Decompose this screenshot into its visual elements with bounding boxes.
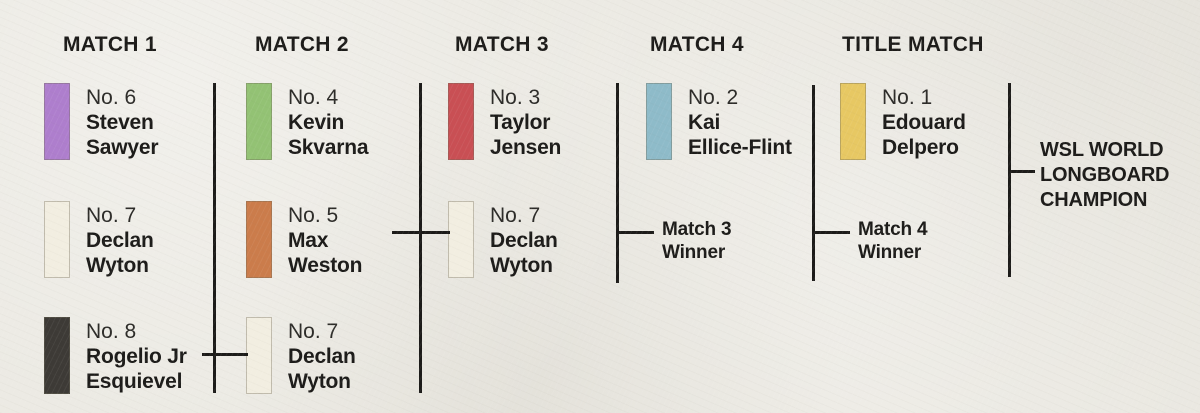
competitor-color-swatch [44, 83, 70, 160]
connector-title-winner-to-champion [1008, 170, 1035, 173]
competitor-slot: No. 1 Edouard Delpero [840, 83, 966, 160]
divider-line-match-1-2 [213, 83, 216, 393]
competitor-slot: No. 2 Kai Ellice-Flint [646, 83, 792, 160]
competitor-name: Wyton [86, 254, 149, 277]
competitor-slot: No. 8 Rogelio Jr Esquievel [44, 317, 187, 394]
competitor-name: Declan [288, 345, 356, 368]
competitor-color-swatch [646, 83, 672, 160]
competitor-name: Skvarna [288, 136, 369, 159]
competitor-seed: No. 6 [86, 86, 137, 109]
competitor-seed: No. 4 [288, 86, 339, 109]
competitor-name: Weston [288, 254, 363, 277]
competitor-name: Jensen [490, 136, 562, 159]
competitor-name: Sawyer [86, 136, 159, 159]
match-header: MATCH 3 [455, 33, 549, 56]
divider-line-match-4-title [812, 85, 815, 281]
competitor-seed: No. 8 [86, 320, 137, 343]
divider-line-match-2-3 [419, 83, 422, 393]
competitor-name: Wyton [490, 254, 553, 277]
advancer-note-match-4-winner: Match 4 Winner [858, 219, 928, 263]
competitor-name: Steven [86, 111, 154, 134]
competitor-color-swatch [246, 317, 272, 394]
divider-line-match-3-4 [616, 83, 619, 283]
competitor-name: Esquievel [86, 370, 183, 393]
competitor-name: Declan [86, 229, 154, 252]
competitor-name: Wyton [288, 370, 351, 393]
competitor-color-swatch [44, 201, 70, 278]
competitor-color-swatch [246, 201, 272, 278]
competitor-color-swatch [448, 83, 474, 160]
competitor-seed: No. 3 [490, 86, 541, 109]
match-header: MATCH 4 [650, 33, 744, 56]
advancer-note-match-3-winner: Match 3 Winner [662, 219, 732, 263]
competitor-seed: No. 7 [288, 320, 339, 343]
divider-line-title-champion [1008, 83, 1011, 277]
competitor-seed: No. 5 [288, 204, 339, 227]
competitor-name: Kai [688, 111, 721, 134]
match-header: MATCH 1 [63, 33, 157, 56]
competitor-seed: No. 7 [490, 204, 541, 227]
competitor-slot: No. 7 Declan Wyton [246, 317, 356, 394]
competitor-name: Ellice-Flint [688, 136, 792, 159]
competitor-color-swatch [246, 83, 272, 160]
competitor-name: Declan [490, 229, 558, 252]
competitor-slot: No. 7 Declan Wyton [44, 201, 154, 278]
competitor-seed: No. 2 [688, 86, 739, 109]
competitor-slot: No. 6 Steven Sawyer [44, 83, 159, 160]
connector-match-1-winner-to-match-2 [202, 353, 248, 356]
competitor-slot: No. 5 Max Weston [246, 201, 362, 278]
competitor-seed: No. 7 [86, 204, 137, 227]
match-header: TITLE MATCH [842, 33, 984, 56]
connector-match-3-winner-to-match-4 [616, 231, 654, 234]
competitor-name: Taylor [490, 111, 551, 134]
competitor-name: Kevin [288, 111, 345, 134]
competitor-seed: No. 1 [882, 86, 933, 109]
competitor-color-swatch [840, 83, 866, 160]
competitor-color-swatch [448, 201, 474, 278]
competitor-name: Edouard [882, 111, 966, 134]
competitor-name: Rogelio Jr [86, 345, 187, 368]
champion-label: WSL WORLD LONGBOARD CHAMPION [1040, 139, 1170, 211]
competitor-slot: No. 4 Kevin Skvarna [246, 83, 369, 160]
competitor-color-swatch [44, 317, 70, 394]
competitor-name: Max [288, 229, 329, 252]
match-header: MATCH 2 [255, 33, 349, 56]
connector-match-2-winner-to-match-3 [392, 231, 450, 234]
competitor-slot: No. 3 Taylor Jensen [448, 83, 561, 160]
competitor-name: Delpero [882, 136, 959, 159]
connector-match-4-winner-to-title [812, 231, 850, 234]
competitor-slot: No. 7 Declan Wyton [448, 201, 558, 278]
